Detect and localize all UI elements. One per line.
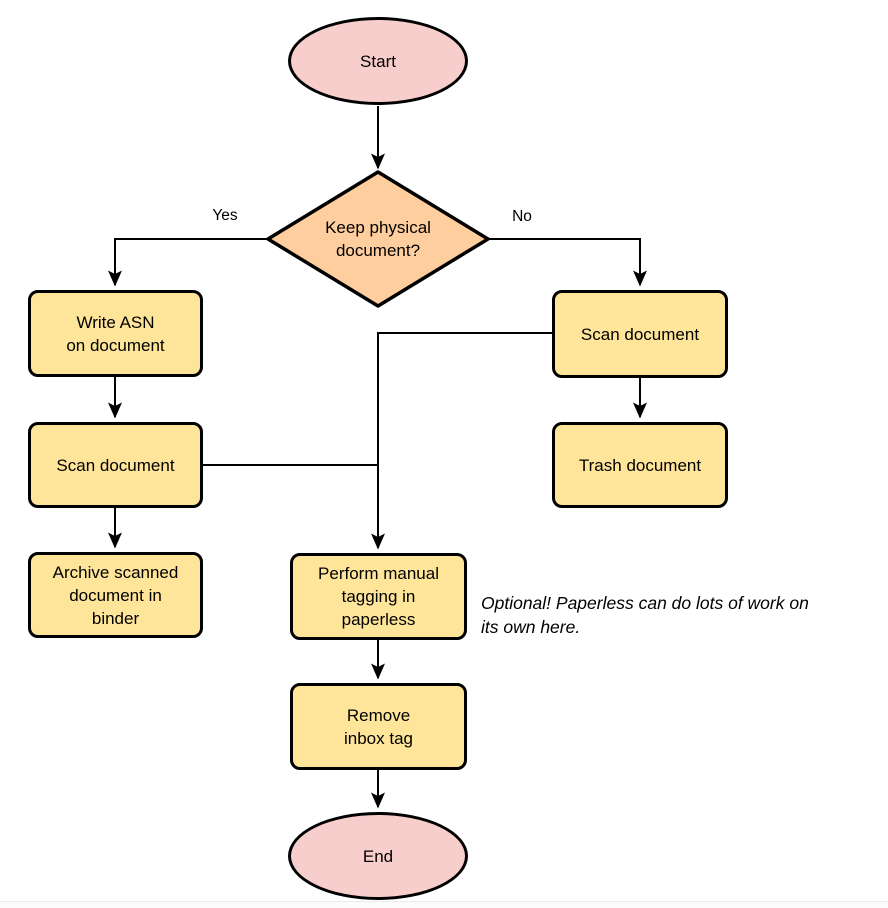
node-decision: Keep physical document?: [288, 203, 468, 275]
node-scan-right-label: Scan document: [580, 324, 700, 344]
edge-decision-yes-to-write-asn: [108, 238, 267, 287]
edge-label-yes: Yes: [212, 207, 238, 224]
node-start-label: Start: [360, 51, 396, 71]
node-remove-inbox-tag: Remove inbox tag: [290, 683, 467, 770]
node-archive-scanned-document: Archive scanned document in binder: [28, 552, 203, 638]
node-perform-line2: tagging in: [341, 587, 416, 606]
node-scan-left-label: Scan document: [56, 455, 175, 475]
node-scan-document-left: Scan document: [28, 422, 203, 508]
edge-decision-no-to-scan-right: [489, 238, 647, 287]
node-write-asn-line2: on document: [66, 335, 165, 355]
node-decision-label-line1: Keep physical: [325, 218, 431, 237]
node-perform-line3: paperless: [341, 610, 416, 629]
node-write-asn-line1: Write ASN: [76, 312, 155, 332]
node-end-label: End: [362, 846, 394, 866]
node-perform-manual-tagging: Perform manual tagging in paperless: [290, 553, 467, 640]
annotation-optional-note: Optional! Paperless can do lots of work …: [481, 591, 809, 639]
annotation-line2: its own here.: [481, 617, 581, 637]
node-remove-line1: Remove: [346, 705, 411, 725]
node-end: End: [288, 812, 468, 900]
page-bottom-divider: [0, 901, 888, 908]
node-remove-line2: inbox tag: [344, 728, 413, 748]
node-archive-line2: document in: [69, 585, 162, 605]
edge-label-no: No: [512, 208, 532, 225]
node-perform-line1: Perform manual: [318, 564, 439, 583]
node-write-asn-on-document: Write ASN on document: [28, 290, 203, 377]
node-scan-document-right: Scan document: [552, 290, 728, 378]
node-start: Start: [288, 17, 468, 105]
annotation-line1: Optional! Paperless can do lots of work …: [481, 593, 809, 613]
edge-scan-right-to-perform: [371, 332, 552, 550]
node-decision-label-line2: document?: [335, 241, 421, 260]
node-trash-label: Trash document: [578, 455, 702, 475]
node-archive-line1: Archive scanned: [52, 562, 179, 582]
node-trash-document: Trash document: [552, 422, 728, 508]
node-archive-line3: binder: [91, 608, 140, 628]
